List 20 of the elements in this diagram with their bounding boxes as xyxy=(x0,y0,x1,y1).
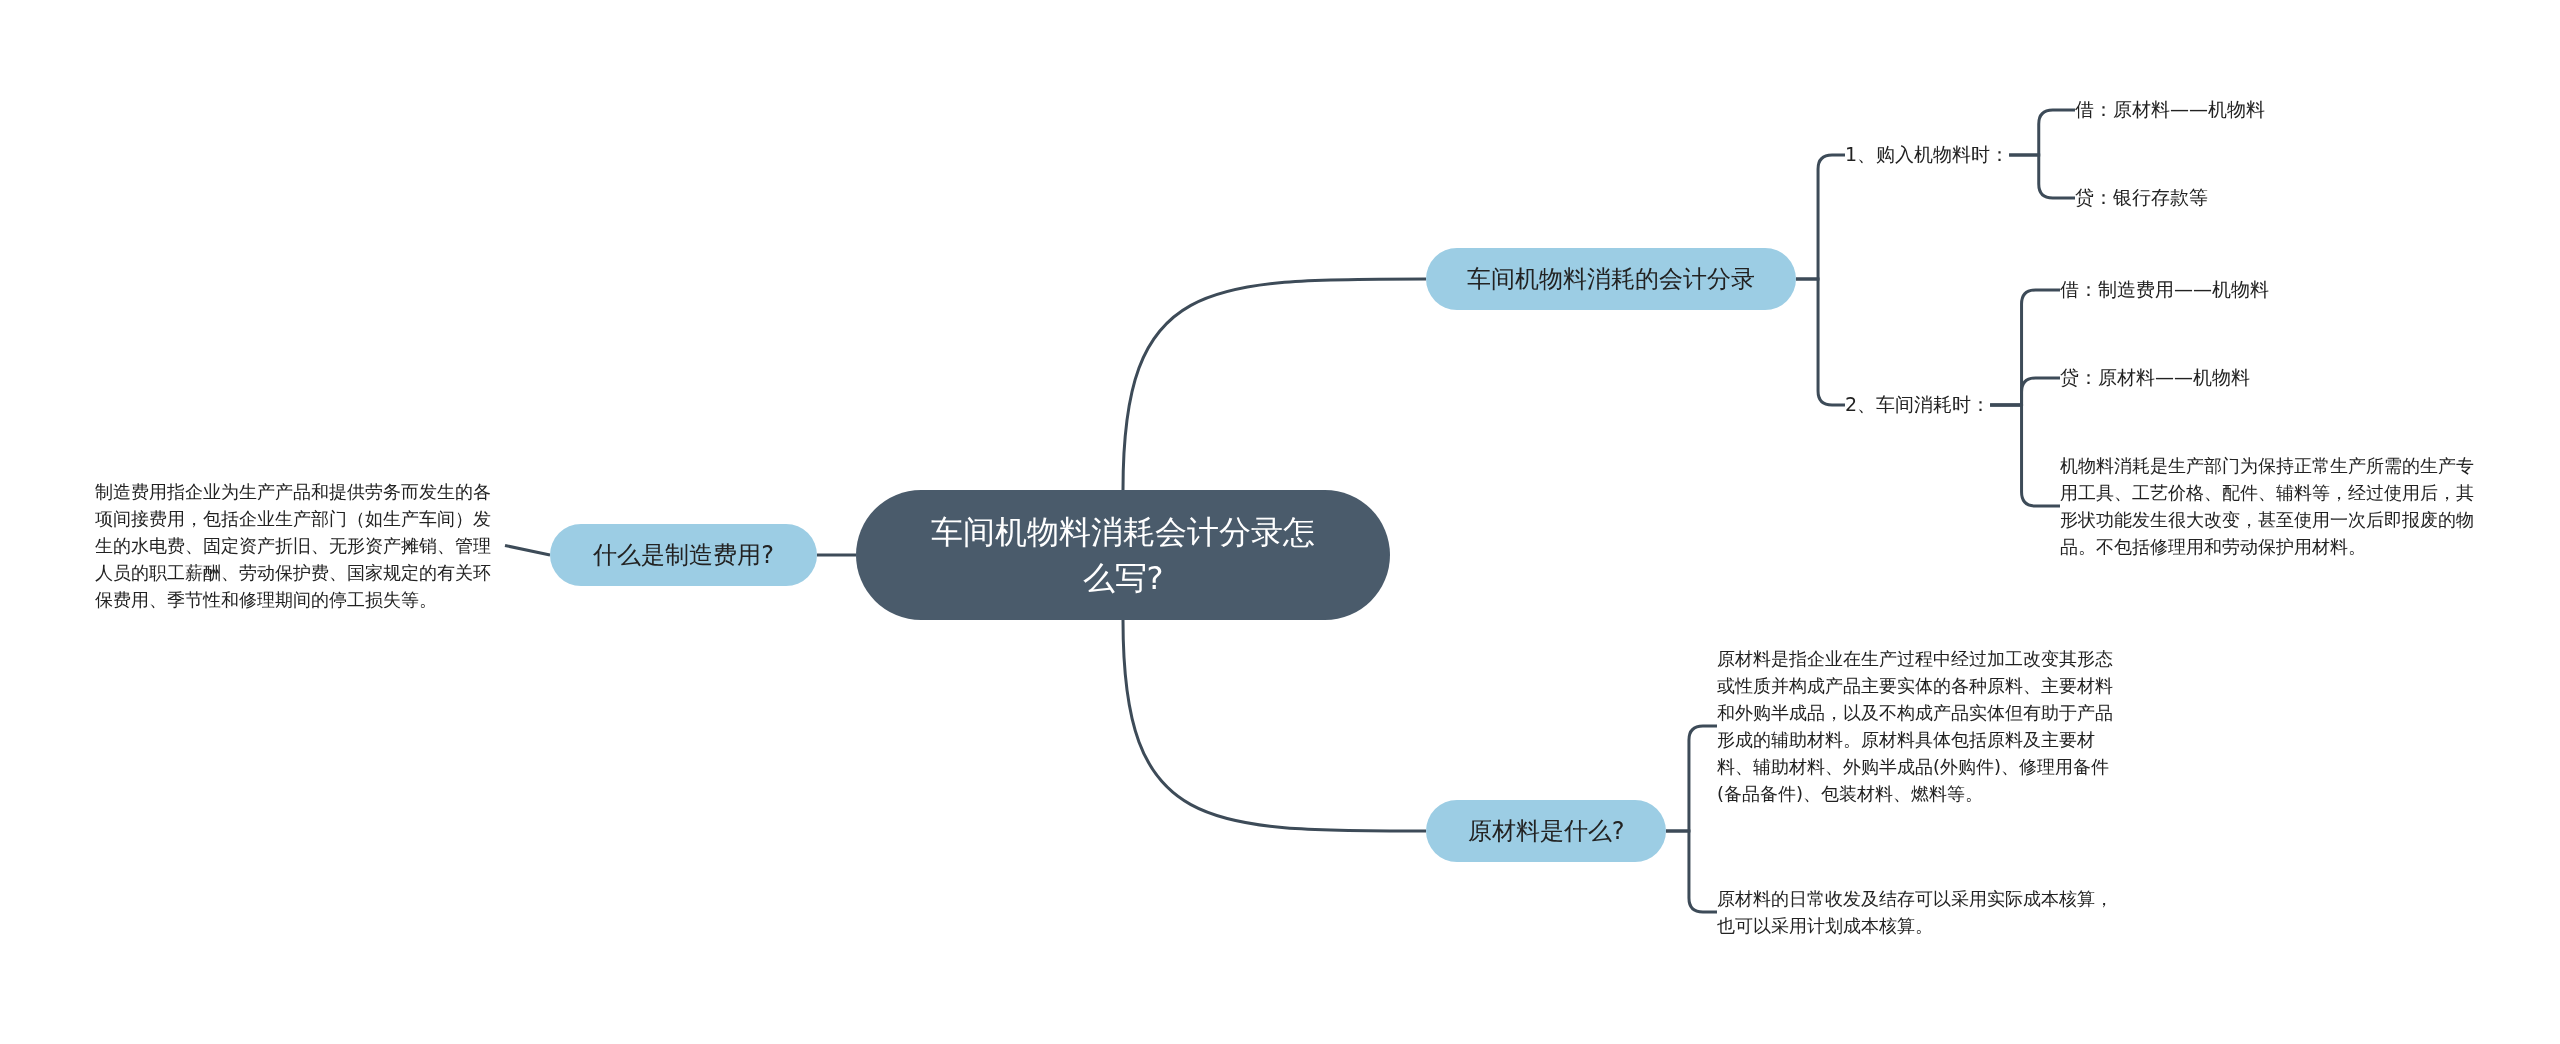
connector-line xyxy=(817,553,856,557)
topic-text: 2、车间消耗时： xyxy=(1845,392,1991,418)
note-text: 制造费用指企业为生产产品和提供劳务而发生的各项间接费用，包括企业生产部门（如生产车间）发生的水电费、固定资产折旧、无形资产摊销、管理人员的职工薪酬、劳动保护费、国家规定的有关环保费用、季节性和修理期间的停工损失等。 xyxy=(95,478,505,613)
connector-line xyxy=(504,544,551,557)
note-text: 原材料是指企业在生产过程中经过加工改变其形态或性质并构成产品主要实体的各种原料、主要材料和外购半成品，以及不构成产品实体但有助于产品形成的辅助材料。原材料具体包括原料及主要材料、辅助材料、外购半成品(外购件)、修理用备件(备品备件)、包装材料、燃料等。 xyxy=(1717,645,2121,807)
topic-pill: 原材料是什么? xyxy=(1426,800,1666,862)
connector-line xyxy=(1121,619,1426,833)
connector-line xyxy=(1990,403,2060,508)
topic-text: 借：原材料——机物料 xyxy=(2075,97,2265,123)
topic-pill: 车间机物料消耗的会计分录 xyxy=(1426,248,1796,310)
connector-line xyxy=(2009,153,2075,200)
central-topic: 车间机物料消耗会计分录怎么写? xyxy=(856,490,1390,620)
connector-line xyxy=(1121,277,1426,491)
topic-pill: 什么是制造费用? xyxy=(550,524,817,586)
topic-text: 借：制造费用——机物料 xyxy=(2060,277,2269,303)
note-text: 机物料消耗是生产部门为保持正常生产所需的生产专用工具、工艺价格、配件、辅料等，经过使用后，其形状功能发生很大改变，甚至使用一次后即报废的物品。不包括修理用和劳动保护用材料。 xyxy=(2060,452,2480,560)
topic-text: 贷：银行存款等 xyxy=(2075,185,2208,211)
topic-text: 贷：原材料——机物料 xyxy=(2060,365,2250,391)
topic-text: 1、购入机物料时： xyxy=(1845,142,2010,168)
note-text: 原材料的日常收发及结存可以采用实际成本核算，也可以采用计划成本核算。 xyxy=(1717,885,2121,939)
